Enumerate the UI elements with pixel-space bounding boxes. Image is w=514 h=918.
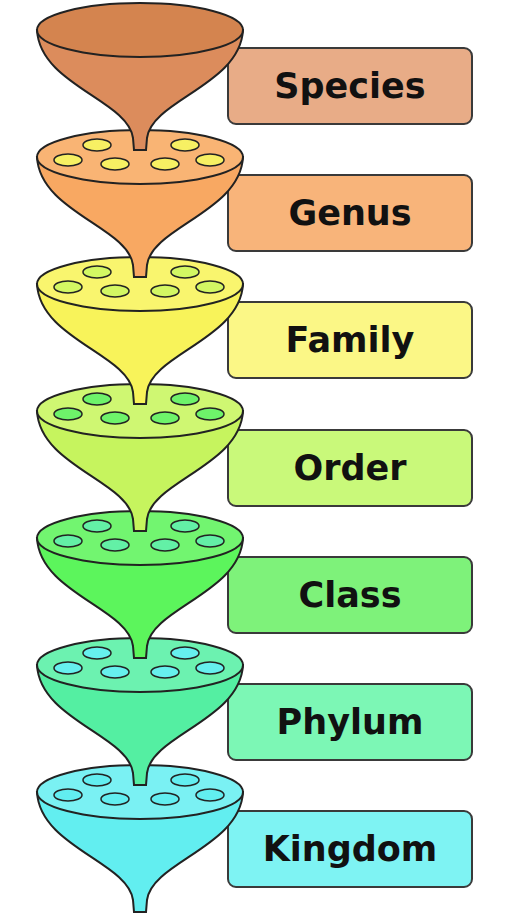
funnel [37,765,243,912]
rank-label-box: Phylum [227,683,473,761]
funnel-rim [37,765,243,819]
rank-label-box: Species [227,47,473,125]
rank-name: Order [293,448,406,488]
sieve-hole [151,666,179,678]
rank-name: Class [299,575,402,615]
sieve-hole [83,647,111,659]
rank-name: Species [274,66,425,106]
funnel [37,3,243,150]
sieve-hole [171,393,199,405]
rank-label-box: Class [227,556,473,634]
funnel-cone [37,411,243,531]
sieve-hole [83,520,111,532]
sieve-hole [196,154,224,166]
rank-name: Genus [288,193,411,233]
sieve-hole [151,539,179,551]
sieve-hole [151,412,179,424]
sieve-hole [101,412,129,424]
funnel [37,130,243,277]
funnel-cone [37,792,243,912]
funnel-cone [37,30,243,150]
sieve-hole [83,266,111,278]
funnel-cone [37,157,243,277]
funnel-cone [37,538,243,658]
rank-name: Family [286,320,415,360]
sieve-hole [171,520,199,532]
rank-name: Phylum [277,702,424,742]
sieve-hole [196,281,224,293]
sieve-hole [196,535,224,547]
sieve-hole [83,774,111,786]
sieve-hole [196,408,224,420]
sieve-hole [54,408,82,420]
rank-label-box: Kingdom [227,810,473,888]
sieve-hole [54,154,82,166]
sieve-hole [171,139,199,151]
funnel [37,384,243,531]
sieve-hole [101,158,129,170]
sieve-hole [83,139,111,151]
sieve-hole [101,539,129,551]
sieve-hole [196,662,224,674]
rank-name: Kingdom [263,829,438,869]
funnel [37,511,243,658]
sieve-hole [54,535,82,547]
funnel-rim [37,384,243,438]
sieve-hole [196,789,224,801]
sieve-hole [54,789,82,801]
sieve-hole [54,281,82,293]
sieve-hole [171,266,199,278]
funnel-rim [37,257,243,311]
rank-label-box: Family [227,301,473,379]
funnel-cone [37,284,243,404]
funnel [37,257,243,404]
funnel-rim [37,638,243,692]
funnel-rim [37,511,243,565]
sieve-hole [171,647,199,659]
sieve-hole [83,393,111,405]
rank-label-box: Genus [227,174,473,252]
sieve-hole [54,662,82,674]
rank-label-box: Order [227,429,473,507]
sieve-hole [101,285,129,297]
sieve-hole [171,774,199,786]
sieve-hole [101,666,129,678]
sieve-hole [151,285,179,297]
funnel [37,638,243,785]
sieve-hole [151,793,179,805]
funnel-rim [37,3,243,57]
sieve-hole [151,158,179,170]
funnel-rim [37,130,243,184]
sieve-hole [101,793,129,805]
funnel-cone [37,665,243,785]
